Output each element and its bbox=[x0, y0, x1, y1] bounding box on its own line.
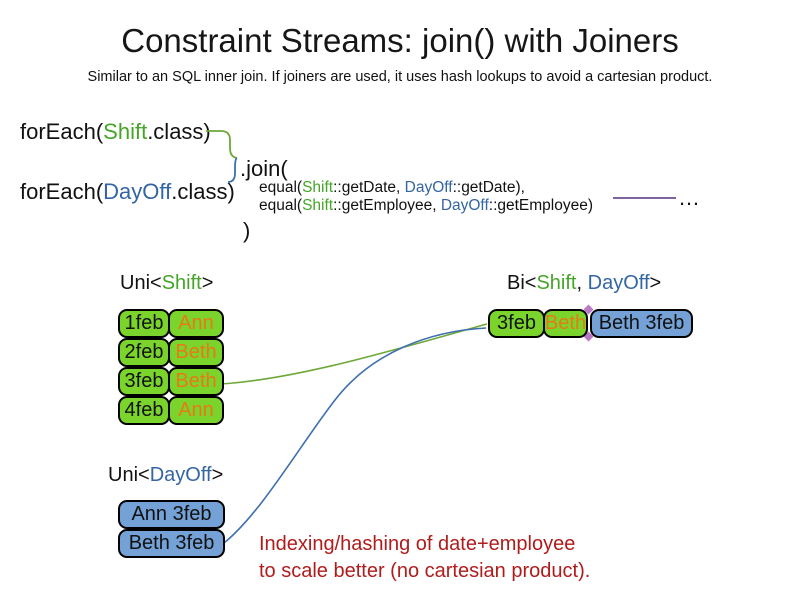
table-row: Beth 3feb bbox=[118, 529, 225, 558]
code-token: ::getEmployee, bbox=[333, 197, 441, 214]
shift-employee-cell: Beth bbox=[168, 367, 224, 396]
dayoff-cell: Beth 3feb bbox=[590, 309, 693, 338]
shift-date-cell: 1feb bbox=[118, 309, 170, 338]
code-foreach-shift: forEach(Shift.class) bbox=[20, 119, 211, 145]
table-row: 2feb Beth bbox=[118, 338, 224, 367]
shift-date-cell: 4feb bbox=[118, 396, 170, 425]
code-token-dayoff-class: DayOff bbox=[404, 179, 453, 196]
uni-shift-table: 1feb Ann 2feb Beth 3feb Beth 4feb Ann bbox=[118, 309, 224, 425]
code-token-shift-class: Shift bbox=[103, 119, 148, 144]
bi-label: Bi<Shift, DayOff> bbox=[507, 272, 661, 295]
shift-date-cell: 3feb bbox=[118, 367, 170, 396]
table-row: 4feb Ann bbox=[118, 396, 224, 425]
code-foreach-dayoff: forEach(DayOff.class) bbox=[20, 179, 235, 205]
shift-employee-cell: Beth bbox=[543, 309, 588, 338]
note-line: to scale better (no cartesian product). bbox=[259, 560, 591, 582]
code-join-open: .join( bbox=[240, 156, 288, 181]
shift-date-cell: 3feb bbox=[488, 309, 545, 338]
label-token: Uni< bbox=[120, 272, 162, 294]
label-token: , bbox=[576, 272, 588, 294]
dayoff-to-bi-connector bbox=[223, 327, 487, 544]
code-token-shift-class: Shift bbox=[302, 179, 334, 196]
label-token-dayoff: DayOff bbox=[587, 272, 650, 294]
shift-to-bi-connector bbox=[220, 323, 488, 385]
bi-tuple-row: 3feb Beth Beth 3feb bbox=[488, 309, 693, 338]
label-token: > bbox=[211, 464, 224, 486]
code-token: ::getDate), bbox=[452, 179, 525, 196]
code-token: equal( bbox=[259, 179, 303, 196]
shift-employee-cell: Ann bbox=[168, 396, 224, 425]
uni-dayoff-table: Ann 3feb Beth 3feb bbox=[118, 500, 225, 558]
shift-date-cell: 2feb bbox=[118, 338, 170, 367]
label-token-dayoff: DayOff bbox=[149, 464, 212, 486]
label-token-shift: Shift bbox=[161, 272, 202, 294]
label-token: > bbox=[201, 272, 214, 294]
label-token: Uni< bbox=[108, 464, 150, 486]
code-token: equal( bbox=[259, 197, 303, 214]
table-row: Ann 3feb bbox=[118, 500, 225, 529]
label-token: Bi< bbox=[507, 272, 537, 294]
note-line: Indexing/hashing of date+employee bbox=[259, 533, 576, 555]
table-row: 3feb Beth bbox=[118, 367, 224, 396]
table-row: 1feb Ann bbox=[118, 309, 224, 338]
code-token: ::getEmployee) bbox=[488, 197, 594, 214]
code-token: ::getDate, bbox=[333, 179, 405, 196]
code-token: forEach( bbox=[20, 179, 104, 204]
code-token: forEach( bbox=[20, 119, 104, 144]
dayoff-cell: Beth 3feb bbox=[118, 529, 225, 558]
slide-subtitle: Similar to an SQL inner join. If joiners… bbox=[87, 69, 713, 85]
label-token: > bbox=[649, 272, 662, 294]
code-equal-date: equal(Shift::getDate, DayOff::getDate), bbox=[259, 179, 525, 197]
code-equal-employee: equal(Shift::getEmployee, DayOff::getEmp… bbox=[259, 197, 593, 215]
code-token-dayoff-class: DayOff bbox=[103, 179, 172, 204]
code-join-close: ) bbox=[243, 218, 251, 243]
shift-employee-cell: Beth bbox=[168, 338, 224, 367]
label-token-shift: Shift bbox=[536, 272, 577, 294]
more-joiners-connector-line bbox=[613, 197, 676, 199]
uni-dayoff-label: Uni<DayOff> bbox=[108, 464, 223, 487]
code-token: .class) bbox=[147, 119, 211, 144]
slide-title: Constraint Streams: join() with Joiners bbox=[121, 22, 679, 59]
code-token: .class) bbox=[171, 179, 235, 204]
code-token-dayoff-class: DayOff bbox=[440, 197, 489, 214]
indexing-note: Indexing/hashing of date+employee to scal… bbox=[259, 531, 590, 585]
ellipsis-more-joiners: … bbox=[678, 185, 701, 210]
dayoff-cell: Ann 3feb bbox=[118, 500, 225, 529]
code-token-shift-class: Shift bbox=[302, 197, 334, 214]
uni-shift-label: Uni<Shift> bbox=[120, 272, 213, 295]
shift-employee-cell: Ann bbox=[168, 309, 224, 338]
